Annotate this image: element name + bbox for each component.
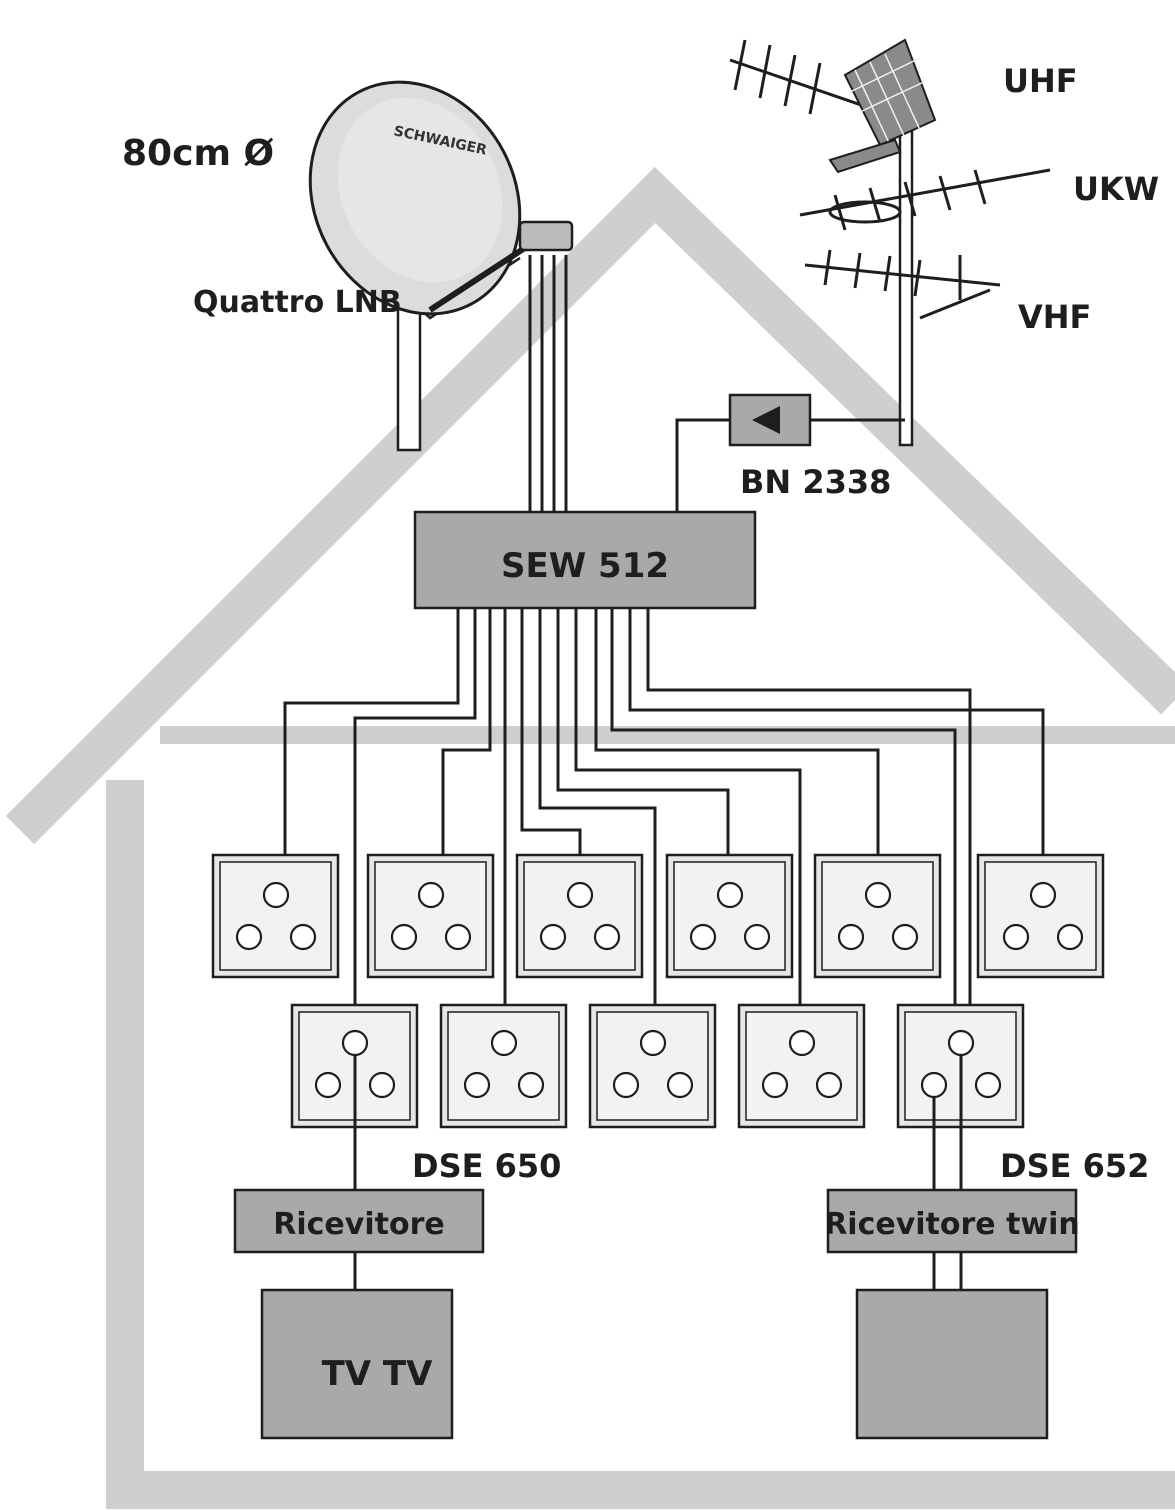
amplifier-label: BN 2338 bbox=[740, 463, 891, 501]
lnb-cables bbox=[528, 255, 568, 512]
receiver-cables bbox=[353, 1055, 963, 1290]
wall-socket bbox=[976, 853, 1105, 979]
receiver-twin-box bbox=[826, 1188, 1078, 1254]
house-walls bbox=[106, 780, 1175, 1509]
quattro-lnb bbox=[518, 220, 574, 252]
wall-socket-dse650 bbox=[290, 1003, 419, 1129]
uhf-antenna bbox=[729, 38, 937, 174]
wall-socket bbox=[588, 1003, 717, 1129]
socket-dse650-label: DSE 650 bbox=[412, 1147, 561, 1185]
socket-row-top bbox=[211, 853, 1105, 979]
tv-right bbox=[855, 1288, 1049, 1440]
wall-socket bbox=[439, 1003, 568, 1129]
vhf-label: VHF bbox=[1018, 298, 1091, 336]
wall-socket bbox=[813, 853, 942, 979]
house-outline bbox=[5, 166, 1175, 1509]
wall-socket bbox=[366, 853, 495, 979]
dish-size-label: 80cm Ø bbox=[122, 133, 274, 174]
house-roof bbox=[5, 166, 1175, 845]
dish-reflector-inner bbox=[337, 97, 503, 283]
receiver-box bbox=[233, 1188, 485, 1254]
receiver-twin-label: Ricevitore twin bbox=[824, 1207, 1080, 1242]
vhf-antenna bbox=[804, 249, 1001, 320]
antenna-mast bbox=[898, 128, 914, 447]
amplifier-arrow-icon bbox=[752, 406, 780, 434]
multiswitch-box bbox=[413, 510, 757, 610]
socket-row-bottom bbox=[290, 1003, 1025, 1129]
wall-socket bbox=[515, 853, 644, 979]
lnb-label: Quattro LNB bbox=[193, 285, 402, 320]
uhf-label: UHF bbox=[1003, 62, 1078, 100]
wall-socket bbox=[211, 853, 340, 979]
receiver-label: Ricevitore bbox=[273, 1207, 444, 1242]
distribution-cables bbox=[283, 608, 1045, 1040]
socket-dse652-label: DSE 652 bbox=[1000, 1147, 1149, 1185]
ukw-label: UKW bbox=[1073, 170, 1159, 208]
tv-left-label: TV TV bbox=[322, 1354, 434, 1394]
multiswitch-label: SEW 512 bbox=[501, 546, 669, 586]
satellite-dish: SCHWAIGER bbox=[308, 80, 574, 452]
tv-left bbox=[260, 1288, 454, 1440]
wall-socket bbox=[737, 1003, 866, 1129]
wall-socket bbox=[665, 853, 794, 979]
amplifier bbox=[675, 393, 905, 512]
ukw-antenna bbox=[799, 168, 1051, 231]
terrestrial-antenna bbox=[729, 38, 1051, 447]
